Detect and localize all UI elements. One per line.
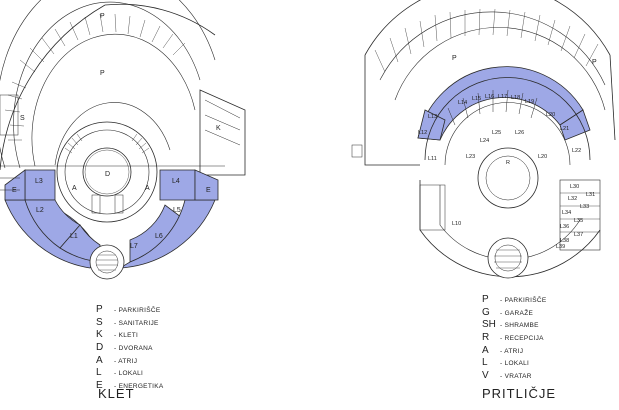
prit-label-l10: L10 <box>452 221 461 227</box>
klet-outer-arc <box>0 4 106 171</box>
klet-label-d: D <box>105 171 110 178</box>
legend-key: V <box>482 370 489 382</box>
legend-key: A <box>482 344 489 356</box>
legend-row: R - RECEPCIJA <box>482 332 546 345</box>
legend-key: R <box>482 332 490 344</box>
legend-key: G <box>482 306 490 318</box>
klet-label-l5: L5 <box>173 207 181 214</box>
pritlicje-plan <box>351 0 616 279</box>
legend-row: L - LOKALI <box>96 367 163 380</box>
klet-label-l1: L1 <box>70 233 78 240</box>
klet-label-l7: L7 <box>130 243 138 250</box>
legend-value: - LOKALI <box>500 360 530 368</box>
prit-label-l26: L26 <box>515 130 524 136</box>
prit-label-l33: L33 <box>580 204 589 210</box>
pritlicje-legend: P - PARKIRIŠČE G - GARAŽE SH - SHRAMBE R - R… <box>482 294 546 383</box>
prit-label-l22: L22 <box>572 148 581 154</box>
legend-value: - SANITARIJE <box>114 319 159 327</box>
prit-label-l34: L34 <box>562 210 571 216</box>
legend-key: P <box>96 304 103 315</box>
legend-key: D <box>96 342 104 354</box>
klet-plan <box>0 0 246 280</box>
legend-key: P <box>482 294 489 305</box>
legend-key: A <box>96 354 103 366</box>
legend-row: S - SANITARIJE <box>96 317 163 330</box>
prit-label-l19: L19 <box>525 99 534 105</box>
prit-label-l25: L25 <box>492 130 501 136</box>
legend-row: G - GARAŽE <box>482 307 546 320</box>
legend-row: L - LOKALI <box>482 357 546 370</box>
prit-label-l32: L32 <box>568 196 577 202</box>
legend-value: - PARKIRIŠČE <box>114 307 161 314</box>
legend-row: K - KLETI <box>96 329 163 342</box>
legend-key: E <box>96 380 103 392</box>
prit-label-l39: L39 <box>556 244 565 250</box>
legend-row: D - DVORANA <box>96 342 163 355</box>
klet-title: KLET <box>98 386 135 401</box>
legend-row: SH - SHRAMBE <box>482 319 546 332</box>
legend-row: P - PARKIRIŠČE <box>482 294 546 307</box>
klet-label-p2: P <box>100 70 105 77</box>
prit-label-l31: L31 <box>586 192 595 198</box>
legend-key: L <box>96 367 102 379</box>
prit-label-l12: L12 <box>418 130 427 136</box>
legend-row: E - ENERGETIKA <box>96 380 163 393</box>
prit-label-l23: L23 <box>466 154 475 160</box>
prit-label-p2: P <box>592 59 597 66</box>
prit-label-r: R <box>506 160 510 166</box>
klet-label-a2: A <box>145 185 150 192</box>
legend-key: L <box>482 357 488 369</box>
legend-key: S <box>96 316 103 328</box>
legend-value: - LOKALI <box>114 370 144 378</box>
prit-label-l20a: L20 <box>546 112 555 118</box>
pritlicje-labels: P P L13 L14 L15 L16 L17 L18 L19 L20 L12 … <box>418 55 597 250</box>
klet-label-a1: A <box>72 185 77 192</box>
legend-value: - PARKIRIŠČE <box>500 297 547 304</box>
prit-label-l21: L21 <box>560 126 569 132</box>
klet-label-l3: L3 <box>35 178 43 185</box>
prit-label-l24: L24 <box>480 138 489 144</box>
legend-value: - KLETI <box>114 332 139 340</box>
legend-row: V - VRATAR <box>482 370 546 383</box>
klet-label-k: K <box>216 125 221 132</box>
klet-label-l4: L4 <box>172 178 180 185</box>
klet-label-l2: L2 <box>36 207 44 214</box>
klet-label-e1: E <box>12 187 17 194</box>
prit-label-l18: L18 <box>511 95 520 101</box>
klet-label-e2: E <box>206 187 211 194</box>
legend-key: K <box>96 329 103 341</box>
legend-value: - ENERGETIKA <box>114 383 164 391</box>
legend-value: - DVORANA <box>114 345 153 353</box>
klet-label-p1: P <box>100 13 105 20</box>
pritlicje-title: PRITLIČJE <box>482 386 557 401</box>
klet-label-s: S <box>20 115 25 122</box>
klet-labels: P P S K L3 L4 L2 L5 L1 L6 L7 A A D E E <box>12 13 221 250</box>
prit-label-l37: L37 <box>574 232 583 238</box>
prit-label-l17: L17 <box>498 94 507 100</box>
legend-row: A - ATRIJ <box>96 355 163 368</box>
legend-value: - ATRIJ <box>500 347 524 355</box>
prit-label-l35: L35 <box>574 218 583 224</box>
legend-value: - GARAŽE <box>500 309 534 317</box>
legend-value: - RECEPCIJA <box>500 335 544 343</box>
legend-value: - SHRAMBE <box>500 322 539 330</box>
prit-label-l20b: L20 <box>538 154 547 160</box>
legend-row: A - ATRIJ <box>482 345 546 358</box>
prit-label-l36: L36 <box>560 224 569 230</box>
prit-label-l14: L14 <box>458 100 467 106</box>
prit-label-l38: L38 <box>560 238 569 244</box>
prit-label-p1: P <box>452 55 457 62</box>
legend-key: SH <box>482 319 496 331</box>
prit-label-l16: L16 <box>485 94 494 100</box>
legend-value: - VRATAR <box>500 373 532 381</box>
prit-label-l15: L15 <box>472 96 481 102</box>
legend-row: P - PARKIRIŠČE <box>96 304 163 317</box>
legend-value: - ATRIJ <box>114 357 138 365</box>
prit-label-l30: L30 <box>570 184 579 190</box>
prit-label-l13: L13 <box>428 114 437 120</box>
klet-legend: P - PARKIRIŠČE S - SANITARIJE K - KLETI D - … <box>96 304 163 393</box>
prit-label-l11: L11 <box>428 156 437 162</box>
klet-label-l6: L6 <box>155 233 163 240</box>
